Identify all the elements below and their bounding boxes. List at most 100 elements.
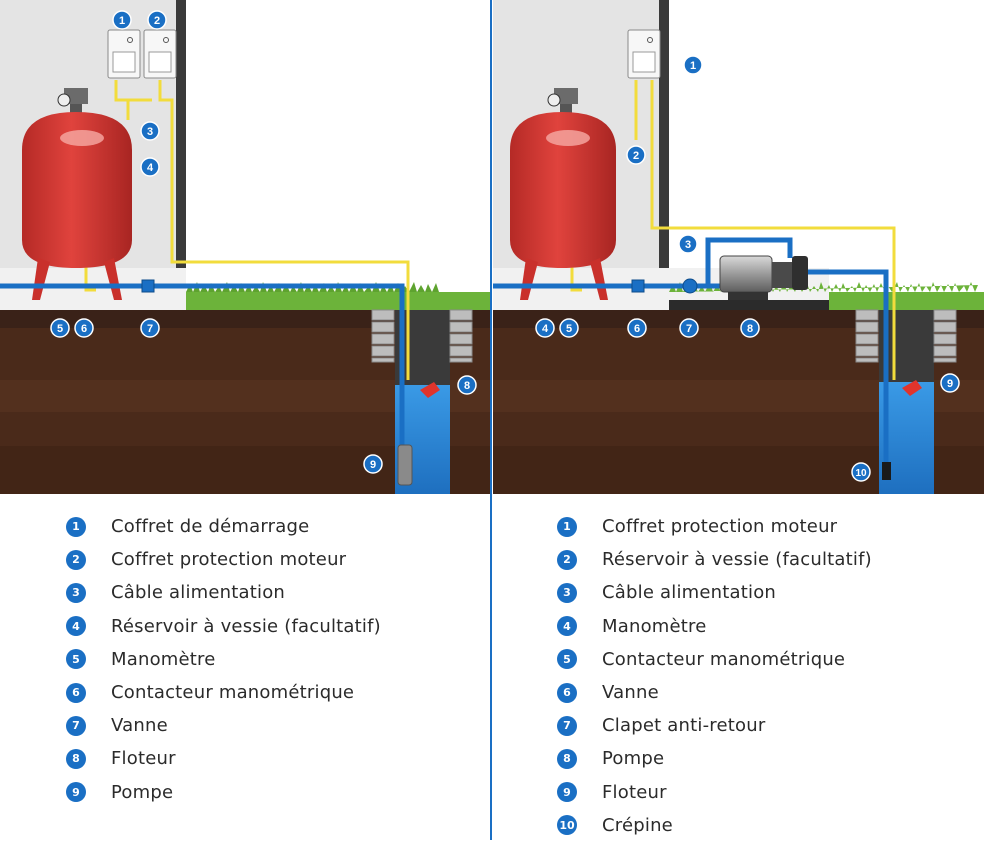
legend-number: 2 bbox=[66, 549, 86, 570]
marker-7-label: 7 bbox=[147, 323, 153, 335]
legend-label: Crépine bbox=[602, 814, 673, 836]
legend-number: 4 bbox=[557, 616, 577, 637]
legend-label: Floteur bbox=[111, 748, 176, 770]
legend-item: 5 Contacteur manométrique bbox=[557, 643, 872, 676]
marker-8-label: 8 bbox=[464, 380, 470, 392]
legend-number: 8 bbox=[66, 748, 86, 769]
legend-label: Coffret protection moteur bbox=[602, 516, 838, 538]
legend-item: 4 Réservoir à vessie (facultatif) bbox=[66, 610, 381, 643]
legend-item: 3 Câble alimentation bbox=[66, 576, 381, 609]
wall-edge bbox=[659, 0, 669, 310]
marker-9: 9 bbox=[940, 373, 960, 393]
legend-label: Réservoir à vessie (facultatif) bbox=[602, 549, 872, 571]
legend-item: 6 Contacteur manométrique bbox=[66, 676, 381, 709]
legend-label: Câble alimentation bbox=[602, 582, 777, 604]
marker-6: 6 bbox=[627, 318, 647, 338]
legend-number: 10 bbox=[557, 815, 577, 836]
marker-4-label: 4 bbox=[147, 162, 154, 174]
submersible-pump bbox=[397, 444, 413, 486]
marker-8: 8 bbox=[457, 375, 477, 395]
legend-number: 5 bbox=[66, 649, 86, 670]
marker-2: 2 bbox=[147, 10, 167, 30]
marker-1-label: 1 bbox=[119, 15, 125, 27]
legend-number: 1 bbox=[66, 516, 86, 537]
legend-divider bbox=[490, 500, 492, 840]
legend-number: 2 bbox=[557, 549, 577, 570]
marker-5: 5 bbox=[50, 318, 70, 338]
legend-item: 7 Clapet anti-retour bbox=[557, 709, 872, 742]
wall-edge bbox=[176, 0, 186, 278]
marker-8-label: 8 bbox=[747, 323, 753, 335]
right-diagram: 1 2 3 4 5 6 7 8 9 10 bbox=[493, 0, 984, 494]
grass bbox=[186, 292, 490, 310]
bladder-tank bbox=[22, 88, 132, 300]
legend-number: 6 bbox=[66, 682, 86, 703]
well-bricks-right bbox=[449, 309, 473, 363]
legend-number: 8 bbox=[557, 748, 577, 769]
marker-1: 1 bbox=[112, 10, 132, 30]
legend-label: Pompe bbox=[111, 781, 174, 803]
control-box bbox=[627, 29, 661, 79]
float-switch bbox=[902, 380, 922, 396]
legend-item: 5 Manomètre bbox=[66, 643, 381, 676]
legend-number: 9 bbox=[557, 782, 577, 803]
legend-item: 2 Réservoir à vessie (facultatif) bbox=[557, 543, 872, 576]
legend-item: 9 Pompe bbox=[66, 776, 381, 809]
bladder-tank bbox=[510, 88, 616, 300]
marker-1: 1 bbox=[683, 55, 703, 75]
installation-diagrams: 1 2 3 4 5 6 7 8 9 bbox=[0, 0, 984, 500]
marker-7-label: 7 bbox=[686, 323, 692, 335]
marker-1-label: 1 bbox=[690, 60, 696, 72]
marker-7: 7 bbox=[140, 318, 160, 338]
legend-item: 4 Manomètre bbox=[557, 610, 872, 643]
legend-label: Manomètre bbox=[602, 615, 707, 637]
well-bricks-right bbox=[933, 309, 957, 363]
marker-2-label: 2 bbox=[633, 150, 639, 162]
marker-6: 6 bbox=[74, 318, 94, 338]
well-bricks-left bbox=[371, 309, 395, 363]
legend-number: 9 bbox=[66, 782, 86, 803]
marker-4: 4 bbox=[140, 157, 160, 177]
marker-7: 7 bbox=[679, 318, 699, 338]
marker-5-label: 5 bbox=[57, 323, 63, 335]
legend-right: 1 Coffret protection moteur 2 Réservoir à … bbox=[557, 510, 872, 842]
marker-4-label: 4 bbox=[542, 323, 549, 335]
marker-2: 2 bbox=[626, 145, 646, 165]
legend-number: 5 bbox=[557, 649, 577, 670]
control-box-1 bbox=[107, 29, 141, 79]
legend-label: Contacteur manométrique bbox=[602, 648, 846, 670]
legend-label: Pompe bbox=[602, 748, 665, 770]
marker-3: 3 bbox=[140, 121, 160, 141]
marker-2-label: 2 bbox=[154, 15, 160, 27]
legend-number: 4 bbox=[66, 616, 86, 637]
left-diagram: 1 2 3 4 5 6 7 8 9 bbox=[0, 0, 490, 494]
legend-label: Réservoir à vessie (facultatif) bbox=[111, 615, 381, 637]
float-switch bbox=[420, 382, 440, 398]
check-valve bbox=[682, 278, 698, 294]
legend-label: Vanne bbox=[602, 682, 659, 704]
marker-9: 9 bbox=[363, 454, 383, 474]
legend-item: 1 Coffret de démarrage bbox=[66, 510, 381, 543]
valve bbox=[141, 279, 155, 293]
marker-3-label: 3 bbox=[147, 126, 153, 138]
marker-9-label: 9 bbox=[370, 459, 376, 471]
legend-number: 7 bbox=[557, 715, 577, 736]
legend-label: Manomètre bbox=[111, 648, 216, 670]
power-cable bbox=[84, 80, 410, 380]
legend-number: 3 bbox=[66, 582, 86, 603]
legend-item: 1 Coffret protection moteur bbox=[557, 510, 872, 543]
legend-item: 10 Crépine bbox=[557, 809, 872, 842]
legend-label: Vanne bbox=[111, 715, 168, 737]
valve bbox=[631, 279, 645, 293]
legend-number: 1 bbox=[557, 516, 577, 537]
legend-label: Câble alimentation bbox=[111, 582, 286, 604]
legend-label: Clapet anti-retour bbox=[602, 715, 766, 737]
legend-label: Coffret de démarrage bbox=[111, 516, 310, 538]
legend-label: Contacteur manométrique bbox=[111, 682, 355, 704]
marker-5: 5 bbox=[559, 318, 579, 338]
